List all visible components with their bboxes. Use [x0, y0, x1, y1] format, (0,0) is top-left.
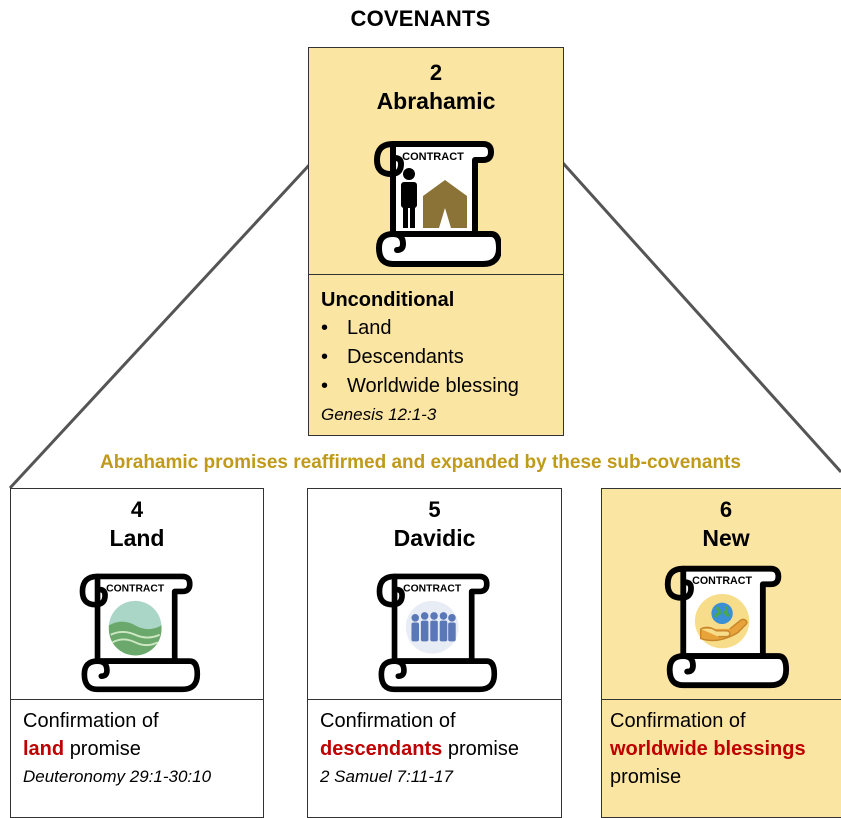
covenant-name: Davidic	[393, 525, 476, 551]
davidic-covenant-card: 5 Davidic CONTRACT Confirmation of desce…	[307, 488, 562, 818]
sub-covenants-heading: Abrahamic promises reaffirmed and expand…	[100, 452, 741, 473]
card-divider	[308, 699, 561, 700]
promise-word: promise	[610, 766, 682, 788]
scroll-contract-icon: CONTRACT	[376, 573, 498, 693]
new-details: Confirmation of worldwide blessings prom…	[610, 707, 806, 791]
land-details: Confirmation of land promise Deuteronomy…	[23, 707, 211, 791]
abrahamic-details: Unconditional •Land •Descendants •Worldw…	[321, 286, 519, 429]
scroll-contract-icon: CONTRACT	[373, 141, 501, 267]
confirmation-promise: land promise	[23, 738, 141, 760]
contract-label: CONTRACT	[402, 151, 464, 163]
condition-heading: Unconditional	[321, 289, 455, 311]
page-title: COVENANTS	[350, 6, 491, 31]
confirmation-text: Confirmation of	[610, 710, 746, 732]
promise-list: •Land •Descendants •Worldwide blessing	[321, 314, 519, 401]
scripture-reference: 2 Samuel 7:11-17	[320, 767, 453, 786]
people-icon	[405, 600, 459, 654]
scripture-reference: Genesis 12:1-3	[321, 405, 437, 424]
covenant-number: 6	[719, 497, 733, 522]
scripture-reference: Deuteronomy 29:1-30:10	[23, 767, 212, 786]
davidic-details: Confirmation of descendants promise 2 Sa…	[320, 707, 519, 791]
highlighted-promise: descendants	[320, 738, 443, 760]
promise-item: •Worldwide blessing	[321, 375, 519, 397]
covenant-name: Abrahamic	[376, 88, 496, 114]
landscape-icon	[108, 600, 162, 656]
abrahamic-covenant-card: 2 Abrahamic CONTRACT Unconditional •Land…	[308, 47, 564, 436]
contract-label: CONTRACT	[106, 583, 165, 594]
card-divider	[309, 274, 563, 275]
promise-item: •Land	[321, 317, 392, 339]
scroll-contract-icon: CONTRACT	[79, 573, 201, 693]
confirmation-text: Confirmation of	[320, 710, 456, 732]
right-connector-line	[560, 160, 841, 474]
highlighted-promise: worldwide blessings	[610, 738, 806, 760]
confirmation-text: Confirmation of	[23, 710, 159, 732]
card-divider	[11, 699, 263, 700]
covenant-number: 4	[130, 497, 144, 522]
highlighted-promise: land	[23, 738, 65, 760]
contract-label: CONTRACT	[403, 583, 462, 594]
person-icon	[401, 168, 417, 228]
land-covenant-card: 4 Land CONTRACT Confirmation of land pro…	[10, 488, 264, 818]
left-connector-line	[8, 160, 314, 490]
tent-icon	[423, 180, 467, 228]
card-divider	[602, 699, 841, 700]
new-covenant-card: 6 New CONTRACT Confirmation of worldwide…	[601, 488, 841, 818]
covenant-name: New	[702, 525, 750, 551]
confirmation-promise: descendants promise	[320, 738, 519, 760]
covenant-number: 5	[428, 497, 441, 522]
globe-hand-icon	[694, 593, 750, 649]
contract-label: CONTRACT	[692, 575, 752, 587]
covenant-number: 2	[429, 60, 443, 85]
covenant-name: Land	[109, 525, 165, 551]
confirmation-promise: worldwide blessings	[610, 735, 806, 763]
scroll-contract-icon: CONTRACT	[664, 565, 790, 689]
promise-item: •Descendants	[321, 346, 464, 368]
